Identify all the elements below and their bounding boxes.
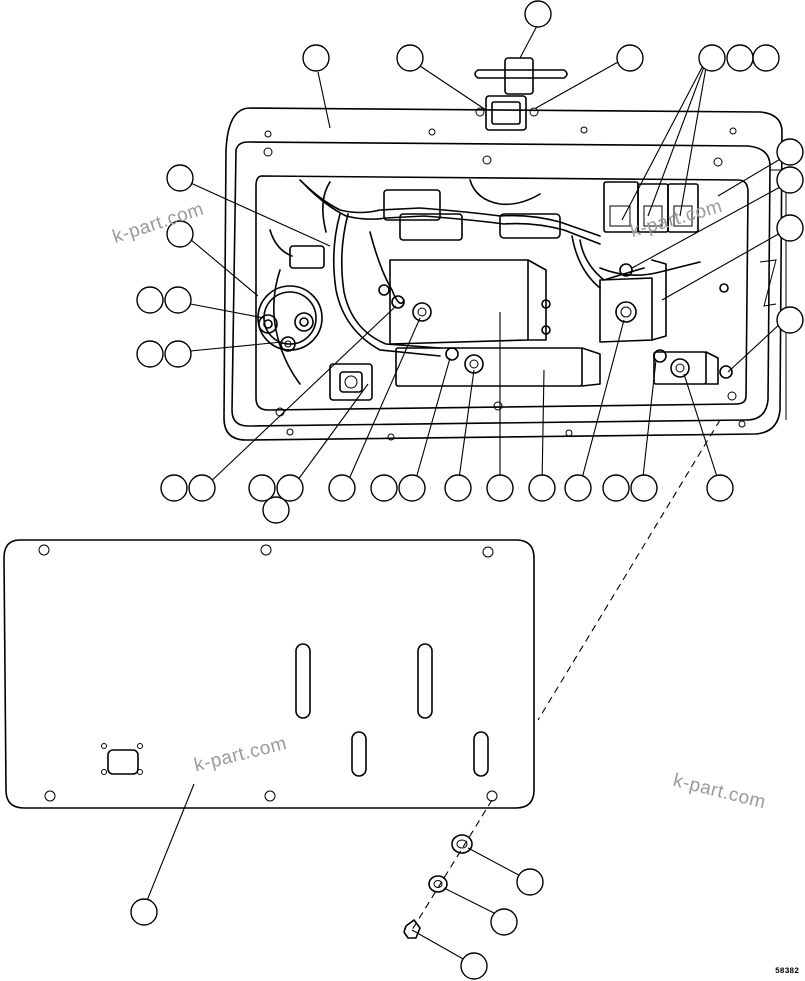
round-switch (257, 285, 323, 352)
callout-bubble (752, 44, 780, 72)
callout-bubble (166, 164, 194, 192)
relay-bank (603, 181, 699, 233)
wiring-harness (269, 179, 701, 385)
callout-bubble (516, 868, 544, 896)
cover-plate (3, 539, 535, 809)
callout-bubble (616, 44, 644, 72)
callout-bubble (726, 44, 754, 72)
callout-bubble (370, 474, 398, 502)
callout-bubble (776, 166, 804, 194)
callout-bubble (130, 898, 158, 926)
callout-bubble (706, 474, 734, 502)
assembly-line (537, 419, 721, 721)
callout-bubble (164, 340, 192, 368)
callout-bubble (136, 286, 164, 314)
assembly-line-lower (411, 799, 493, 931)
connector-block (289, 189, 561, 269)
callout-bubble (398, 474, 426, 502)
square-device (329, 363, 373, 401)
callout-bubble (276, 474, 304, 502)
main-contactor (389, 259, 601, 387)
callout-bubble (248, 474, 276, 502)
callout-bubble (444, 474, 472, 502)
callout-bubble (776, 138, 804, 166)
callout-bubble (602, 474, 630, 502)
callout-bubble (528, 474, 556, 502)
key-switch (474, 57, 568, 131)
callout-bubble (302, 44, 330, 72)
callout-bubble (262, 496, 290, 524)
callout-bubble (188, 474, 216, 502)
drawing-number: 58382 (774, 967, 799, 976)
callout-bubble (698, 44, 726, 72)
callout-bubble (460, 952, 488, 980)
callout-bubble (490, 908, 518, 936)
callout-bubble (524, 0, 552, 28)
callout-bubble (776, 306, 804, 334)
leader-lines (143, 23, 783, 965)
callout-bubble (776, 214, 804, 242)
callout-bubble (328, 474, 356, 502)
callout-bubble (564, 474, 592, 502)
callout-bubble (630, 474, 658, 502)
callout-bubble (136, 340, 164, 368)
fastener-stack (403, 834, 473, 939)
callout-bubble (164, 286, 192, 314)
callout-bubble (396, 44, 424, 72)
callout-bubble (166, 220, 194, 248)
fuse-block (378, 259, 733, 385)
control-enclosure (223, 107, 787, 441)
callout-bubble (160, 474, 188, 502)
callout-bubble (486, 474, 514, 502)
callout-bubbles (130, 0, 804, 980)
